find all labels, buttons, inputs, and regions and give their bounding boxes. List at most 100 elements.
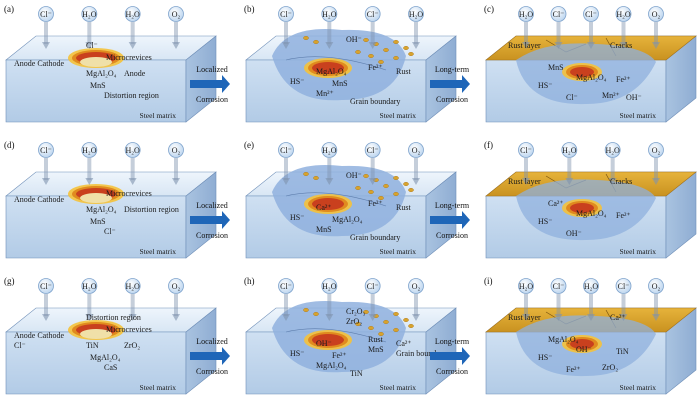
ion-bubble-text: H₂O [409, 10, 424, 19]
ion-bubble-arrowhead [565, 178, 574, 185]
ion-bubble-text: H₂O [322, 146, 337, 155]
ion-bubble-bubble [278, 142, 294, 158]
annotation-label: Cl⁻ [14, 341, 26, 350]
panel-label: (h) [244, 276, 255, 286]
arrow-shape [190, 75, 230, 93]
ion-bubble-arrowhead [587, 314, 595, 321]
steel-block-side-face [185, 171, 217, 259]
ion-bubble-bubble [408, 142, 424, 158]
arrow-label-line1: Localized [196, 337, 228, 346]
steel-matrix-label: Steel matrix [140, 383, 177, 392]
annotation-label: MnS [332, 79, 348, 88]
ion-bubble-bubble [364, 278, 381, 294]
ion-bubble-arrowhead [42, 42, 50, 49]
ion-bubble-text: H₂O [322, 10, 337, 19]
annotation-label: OH⁻ [576, 345, 592, 354]
annotation-label: Cracks [610, 41, 632, 50]
ion-bubble-text: O₂ [172, 282, 181, 291]
stage2-rust-particle [363, 38, 369, 43]
inclusion-core [312, 62, 344, 74]
annotation-label: MgAl₂O₄ [576, 209, 607, 218]
stage2-rust-particle [313, 175, 319, 180]
annotation-label: OH⁻ [346, 35, 362, 44]
ion-bubble-bubble [38, 278, 54, 294]
annotation-label: Mn²⁺ [602, 91, 620, 100]
ion-bubble-arrowhead [172, 314, 180, 321]
ion-bubble-arrowhead [652, 178, 660, 185]
annotation-label: Fe²⁺ [566, 365, 581, 374]
annotation-label: Mn²⁺ [316, 89, 334, 98]
ion-bubble-text: Cl⁻ [585, 10, 597, 19]
ion-bubble-bubble [561, 142, 578, 158]
annotation-label: Fe²⁺ [332, 351, 347, 360]
stage2-rust-particle [393, 191, 399, 196]
stage2-rust-particle [403, 318, 409, 323]
annotation-label: Grain boundary [396, 349, 446, 358]
ion-bubble-bubble [550, 278, 567, 294]
ion-bubble-arrowhead [282, 42, 290, 49]
arrow-label-line1: Localized [196, 201, 228, 210]
inclusion-lower [80, 329, 112, 339]
ion-bubble-arrowhead [619, 42, 628, 49]
ion-bubble-bubble [615, 6, 632, 22]
ion-bubble-text: Cl⁻ [618, 282, 630, 291]
annotation-label: Rust layer [508, 313, 541, 322]
ion-bubble-arrowhead [42, 314, 50, 321]
ion-bubble-arrowhead [128, 42, 137, 49]
ion-bubble-text: Cl⁻ [40, 282, 52, 291]
ion-bubble-text: Cl⁻ [520, 146, 532, 155]
panel-label: (e) [244, 140, 254, 150]
stage2-rust-particle [393, 40, 399, 45]
steel-matrix-label: Steel matrix [620, 111, 657, 120]
ion-bubble-bubble [124, 278, 141, 294]
annotation-label: ZrO₂ [124, 341, 140, 350]
ion-bubble-text: Cl⁻ [553, 10, 565, 19]
steel-block-side-face [425, 171, 457, 259]
stage2-rust-particle [313, 312, 319, 317]
ion-bubble-bubble [321, 6, 338, 22]
ion-bubble-arrowhead [325, 314, 334, 321]
annotation-label: HS⁻ [290, 213, 304, 222]
steel-matrix-label: Steel matrix [380, 383, 417, 392]
ion-bubble-bubble [168, 278, 184, 294]
stage2-rust-particle [393, 328, 399, 333]
annotation-label: Distortion region [86, 313, 141, 322]
ion-bubble-bubble [648, 142, 664, 158]
annotation-label: Rust [368, 335, 383, 344]
steel-matrix-label: Steel matrix [380, 111, 417, 120]
annotation-label: Cl⁻ [86, 41, 98, 50]
ion-bubble-text: O₂ [652, 282, 661, 291]
arrow-label-line2: Corrosion [196, 231, 228, 240]
annotation-label: Anode [124, 69, 146, 78]
arrow-shape [430, 75, 470, 93]
annotation-label: TiN [616, 347, 629, 356]
ion-bubble-arrowhead [522, 42, 530, 49]
annotation-label: CaS [104, 363, 117, 372]
ion-bubble-bubble [321, 278, 338, 294]
annotation-label: MgAl₂O₄ [332, 215, 363, 224]
annotation-label: OH⁻ [626, 93, 642, 102]
ion-bubble-arrowhead [608, 178, 617, 185]
annotation-label: MnS [90, 81, 106, 90]
stage2-rust-particle [408, 187, 414, 192]
ion-bubble-arrowhead [128, 178, 137, 185]
panel-label: (f) [484, 140, 493, 150]
stage2-rust-particle [378, 195, 384, 200]
ion-bubble-text: O₂ [412, 282, 421, 291]
annotation-label: TiN [350, 369, 363, 378]
arrow-label-line2: Corrosion [196, 367, 228, 376]
inclusion-core [312, 334, 344, 346]
ion-bubble-text: Cl⁻ [367, 146, 379, 155]
ion-bubble-bubble [81, 142, 98, 158]
ion-bubble-arrowhead [587, 42, 595, 49]
annotation-label: Anode Cathode [14, 59, 64, 68]
grain-boundary-line [285, 56, 387, 71]
annotation-label: Fe²⁺ [368, 63, 383, 72]
